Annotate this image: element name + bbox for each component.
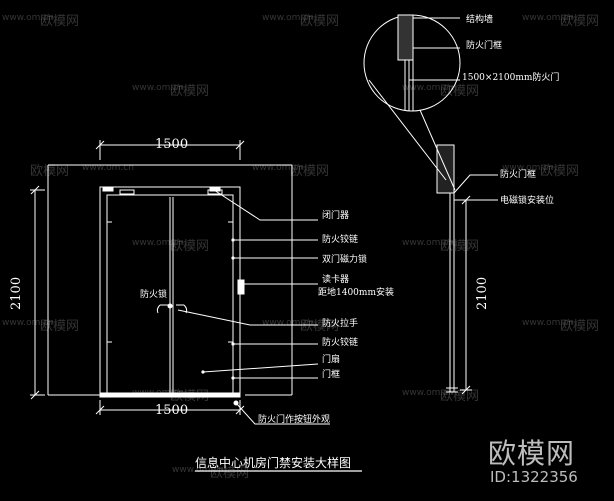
label-side-frame: 防火门框 [500,168,536,180]
watermark-brand: 欧模网 [210,466,250,481]
side-section [436,144,458,393]
dim-side [460,195,472,395]
watermark-url: www.om.cn [172,465,224,475]
leader-lines [177,189,330,425]
card-reader [237,279,245,295]
watermark-brand: 欧模网 [40,319,80,334]
label-fire-hinge-bottom: 防火铰链 [322,336,358,348]
label-fire-hinge-top: 防火铰链 [322,233,358,245]
brand-logo-text: 欧模网 [488,437,576,470]
watermark-brand: 欧模网 [560,14,600,29]
watermark-url: www.om.cn [402,83,454,93]
watermark-url: www.om.cn [2,318,54,328]
dim-bottom-label: 1500 [155,403,188,418]
watermark-url: www.om.cn [2,13,54,23]
watermark-url: www.om.cn [132,83,184,93]
handle-right [176,304,188,314]
label-card-reader-height: 距地1400mm安装 [318,286,394,298]
label-exit-button: 防火门作按钮外观 [258,413,330,425]
watermark-brand: 欧模网 [440,389,480,404]
door-sill [99,392,241,398]
side-leader-frame [453,174,498,194]
label-door-closer: 闭门器 [322,209,349,221]
watermark-brand: 欧模网 [40,14,80,29]
dim-top-label: 1500 [155,137,188,152]
watermark-url: www.om.cn [252,163,304,173]
watermark-url: www.om.cn [502,163,554,173]
label-detail-door: 1500×2100mm防火门 [462,71,559,83]
brand-id: ID:1322356 [490,468,578,486]
label-detail-frame: 防火门框 [466,39,502,51]
dim-top [95,140,245,160]
wall-outline [47,164,293,396]
watermark-url: www.om.cn [262,318,314,328]
hinges [107,221,233,343]
watermark-url: www.om.cn [132,238,184,248]
watermark-url: www.om.cn [402,238,454,248]
label-fire-handle: 防火拉手 [322,317,358,329]
watermark-brand: 欧模网 [560,319,600,334]
watermark-url: www.om.cn [82,163,134,173]
watermark-brand: 欧模网 [440,84,480,99]
label-door-center: 防火锁 [140,288,167,300]
label-side-magnet: 电磁锁安装位 [500,194,554,206]
watermark-brand: 欧模网 [30,164,70,179]
watermark-url: www.om.cn [522,13,574,23]
watermark-brand: 欧模网 [300,319,340,334]
dim-left [30,185,45,400]
watermark-url: www.om.cn [402,388,454,398]
watermark-brand: 欧模网 [170,239,210,254]
handle-left [156,304,168,314]
drawing-title: 信息中心机房门禁安装大样图 [195,455,351,470]
label-double-magnet: 双门磁力锁 [322,253,367,265]
detail-callout [363,14,461,191]
dim-left-label: 2100 [9,277,24,310]
watermark-url: www.om.cn [262,13,314,23]
label-door-leaf: 门扇 [322,353,340,365]
watermark-brand: 欧模网 [540,164,580,179]
watermark-url: www.om.cn [522,318,574,328]
door-closer-left [119,189,135,195]
watermark-brand: 欧模网 [170,84,210,99]
label-door-frame: 门框 [322,368,340,380]
label-detail-wall: 结构墙 [466,13,493,25]
watermark-brand: 欧模网 [300,14,340,29]
label-card-reader: 读卡器 [322,273,349,285]
watermark-brand: 欧模网 [290,164,330,179]
dim-side-label: 2100 [475,277,490,310]
